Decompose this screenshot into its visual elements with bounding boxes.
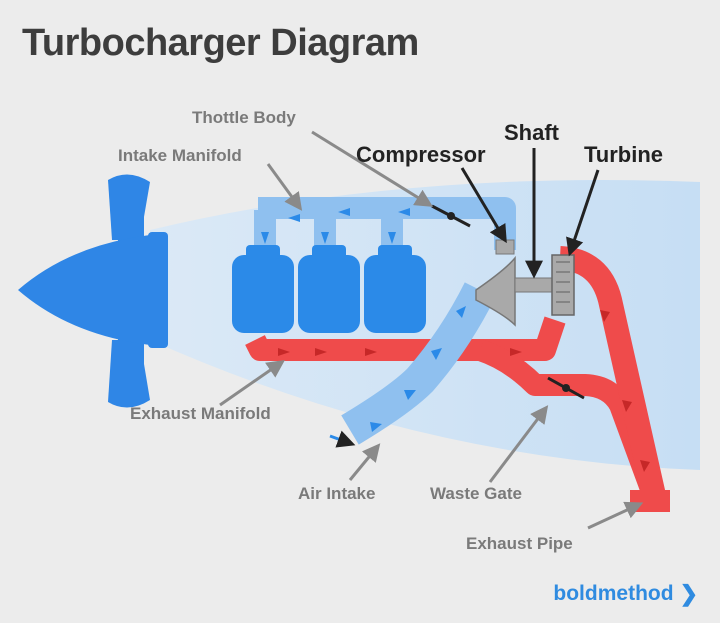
brand-name: boldmethod <box>553 582 674 605</box>
air-intake-duct <box>329 282 496 448</box>
label-waste-gate: Waste Gate <box>430 484 522 503</box>
propeller <box>18 174 168 408</box>
chevron-right-icon: ❯ <box>679 581 698 606</box>
turbocharger <box>475 239 575 327</box>
label-exhaust-pipe: Exhaust Pipe <box>466 534 573 553</box>
brand-logo[interactable]: boldmethod ❯ <box>553 581 698 607</box>
label-compressor: Compressor <box>356 142 486 167</box>
engine-cylinders <box>232 245 426 333</box>
waste-gate-valve <box>547 376 585 400</box>
leader-lines-dark <box>460 148 600 279</box>
throttle-valve <box>431 204 471 228</box>
label-intake-manifold: Intake Manifold <box>118 146 242 165</box>
label-air-intake: Air Intake <box>298 484 376 503</box>
label-turbine: Turbine <box>584 142 664 167</box>
diagram-title: Turbocharger Diagram <box>22 22 419 64</box>
label-exhaust-manifold: Exhaust Manifold <box>130 404 271 423</box>
label-shaft: Shaft <box>504 120 559 145</box>
label-throttle-body: Thottle Body <box>192 108 296 127</box>
leader-lines <box>219 130 644 530</box>
